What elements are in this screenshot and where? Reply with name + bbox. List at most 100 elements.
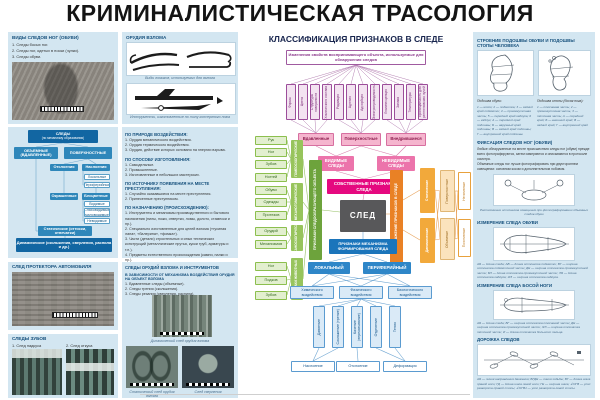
peripheral-box: ПЕРИФЕРИЙНЫЙ bbox=[363, 262, 411, 274]
reflection-sign-box: Негативные bbox=[458, 172, 471, 210]
shoe-types-item: 2. Следы ног, одетых в носки (чулки). bbox=[12, 48, 80, 53]
chart-colorless-box: Бесцветные bbox=[82, 193, 110, 200]
trace-kind-box: Поверхностные bbox=[341, 133, 381, 146]
track-diagram bbox=[477, 344, 591, 377]
shoe-types-item: 3. Следы обуви. bbox=[12, 54, 42, 59]
teeth-heading: СЛЕДЫ ЗУБОВ bbox=[12, 336, 47, 341]
property-box: Адгезия bbox=[346, 84, 356, 120]
property-box: Запаха bbox=[394, 84, 404, 120]
source-item: 2. Принесенные преступником. bbox=[125, 197, 179, 202]
chart-root-box: СЛЕДЫ (по механизму образования) bbox=[28, 130, 98, 143]
trace-source-item: Одежды bbox=[255, 198, 287, 207]
chart-colored-box: Окрашенные bbox=[50, 193, 78, 200]
right-column: СТРОЕНИЕ ПОДОШВЫ ОБУВИ И ПОДОШВЫ СТОПЫ Ч… bbox=[473, 32, 595, 398]
trace-source-item: Зубов bbox=[255, 160, 287, 169]
group-box: МЕХАНОГОМИЧЕСКИЕ bbox=[291, 183, 303, 221]
chart-root-label: СЛЕДЫ bbox=[55, 131, 71, 137]
purpose-item: 4. Предметы естественного происхождения … bbox=[125, 252, 228, 262]
reflection-kind-box: Статические bbox=[420, 168, 435, 213]
trace-kind-box: Внедрившиеся bbox=[386, 133, 426, 146]
physical-impact-item: Давление bbox=[313, 306, 325, 348]
chart-visible-box: Видимые bbox=[84, 201, 110, 207]
center-heading: КЛАССИФИКАЦИЯ ПРИЗНАКОВ В СЛЕДЕ bbox=[268, 34, 444, 44]
tools-caption-2: Инструменты, изготовленные по типу консе… bbox=[130, 115, 230, 119]
shoe-measure-heading: ИЗМЕРЕНИЕ СЛЕДА ОБУВИ bbox=[477, 219, 538, 225]
tools-heading: ОРУДИЯ ВЗЛОМА bbox=[126, 35, 167, 40]
chart-surface-box: ПОВЕРХНОСТНЫЕ bbox=[64, 147, 112, 159]
teeth-bite-photo bbox=[12, 349, 62, 395]
group-box: ГОМЕОСКОПИЧЕСКИЕ bbox=[291, 140, 303, 178]
property-box: Температуры bbox=[406, 84, 416, 120]
static-trace-caption: Статический след орудия взлома bbox=[129, 390, 175, 398]
property-box: Электропроводимость bbox=[370, 84, 380, 120]
foot-measure-heading: ИЗМЕРЕНИЕ СЛЕДА БОСОЙ НОГИ bbox=[477, 282, 553, 288]
chart-weak-box: Слабовидимые (маловидимые) bbox=[84, 208, 110, 217]
property-box: Радиация bbox=[334, 84, 344, 120]
tools-caption-1: Виды ломиков, используемых для взлома bbox=[145, 76, 215, 80]
chart-volume-box: ОБЪЕМНЫЕ (ВДАВЛЕННЫЕ) bbox=[14, 147, 58, 159]
shoe-types-item: 1. Следы босых ног. bbox=[12, 42, 49, 47]
foot-sole-legend: 1 — плюсневая часть; 2 — промежуточная ч… bbox=[537, 104, 588, 127]
photo-scale bbox=[130, 383, 174, 386]
property-box: Цвета bbox=[298, 84, 308, 120]
shoe-sole-legend: 1 — носок; 2 — подметка; 3 — задний край… bbox=[477, 104, 533, 136]
photo-scale bbox=[160, 332, 204, 335]
property-box: Адсорбция bbox=[358, 84, 368, 120]
nature-item: 3. Орудия, действие которых основано на … bbox=[125, 148, 226, 153]
lighting-caption: Расположение источников освещения при фо… bbox=[479, 207, 589, 217]
trace-source-item: Ног bbox=[255, 262, 287, 271]
tool-traces-subheading: В ЗАВИСИМОСТИ ОТ МЕХАНИЗМА ВОЗДЕЙСТВИЯ О… bbox=[125, 273, 235, 281]
photo-scale bbox=[186, 383, 230, 386]
opener-tools-illustration bbox=[126, 83, 236, 115]
property-box: Химического состава bbox=[322, 84, 332, 120]
trace-source-item: Подков bbox=[255, 276, 287, 285]
trace-source-item: Обуви bbox=[255, 186, 287, 195]
chart-root-sub: (по механизму образования) bbox=[41, 135, 85, 140]
drill-trace-caption: След сверления bbox=[194, 390, 222, 394]
property-box: Формы bbox=[286, 84, 296, 120]
chart-invisible-box: Невидимые bbox=[84, 218, 110, 224]
physical-impact-item: Скольжение (трение) bbox=[332, 306, 344, 348]
reflection-kind-box: Динамические bbox=[420, 218, 435, 263]
dynamic-tool-trace-photo bbox=[152, 295, 212, 337]
tire-track-photo bbox=[12, 272, 114, 326]
teeth-label-1: 1. След надкуса bbox=[12, 343, 42, 348]
property-box: Люминесценция bbox=[382, 84, 392, 120]
reflection-sign-box: Позитивные bbox=[458, 219, 471, 257]
tool-traces-section: СЛЕДЫ ОРУДИЙ ВЗЛОМА И ИНСТРУМЕНТОВ В ЗАВ… bbox=[122, 262, 238, 300]
static-tool-trace-photo bbox=[126, 346, 178, 388]
method-item: 3. Изготовленные в небольших мастерских. bbox=[125, 172, 200, 177]
trace-source-item: Механизмов bbox=[255, 240, 287, 249]
teeth-cut-photo bbox=[66, 349, 114, 395]
impact-box: Физического воздействия bbox=[339, 286, 383, 299]
fixation-paragraph-1: Любые обнаруженные на месте происшествия… bbox=[477, 147, 590, 161]
shoe-sole-label: Подошва обуви: bbox=[477, 99, 502, 103]
tool-classification-lists: ПО ПРИРОДЕ ВОЗДЕЙСТВИЯ: 1. Орудия механи… bbox=[122, 127, 238, 265]
chart-nasloeniya-box: Наслоения bbox=[82, 164, 110, 171]
trace-source-item: Орудий bbox=[255, 227, 287, 236]
group-box: МЕХАНОСКОПИЧЕСКИЕ bbox=[291, 225, 303, 251]
trace-kind-box: Вдавленные bbox=[298, 133, 334, 146]
poster-title: КРИМИНАЛИСТИЧЕСКАЯ ТРАСОЛОГИЯ bbox=[66, 0, 534, 26]
purpose-item: 3. Части (детали) строительных и иных те… bbox=[125, 237, 229, 252]
invisible-traces-box: НЕВИДИМЫЕ СЛЕДЫ bbox=[377, 156, 415, 171]
property-box: Структуры поверхности bbox=[310, 84, 320, 120]
property-box: Проницаемость для рентгеновских лучей bbox=[418, 84, 428, 120]
trace-source-item: Рук bbox=[255, 136, 287, 145]
method-item: 2. Промышленные. bbox=[125, 167, 158, 172]
crowbar-drawing bbox=[129, 51, 232, 71]
nature-item: 2. Орудия термического воздействия. bbox=[125, 143, 190, 148]
drill-trace-photo bbox=[182, 346, 234, 388]
lighting-diagram bbox=[493, 173, 575, 206]
foot-measure-diagram bbox=[493, 289, 575, 320]
panel-tool-classification bbox=[122, 127, 238, 258]
footer-microtext-line bbox=[140, 394, 470, 395]
sole-structure-heading: СТРОЕНИЕ ПОДОШВЫ ОБУВИ И ПОДОШВЫ СТОПЫ Ч… bbox=[477, 38, 575, 48]
purpose-item: 1. Инструменты и механизмы производствен… bbox=[125, 211, 230, 226]
reflection-form-box: Поверхностные bbox=[440, 170, 455, 212]
impact-box: Химического воздействия bbox=[290, 286, 334, 299]
fixation-heading: ФИКСАЦИЯ СЛЕДОВ НОГ (ОБУВИ) bbox=[477, 140, 553, 146]
trace-source-item: Протезов bbox=[255, 211, 287, 220]
chart-periph-box: Периферийные bbox=[84, 182, 110, 188]
